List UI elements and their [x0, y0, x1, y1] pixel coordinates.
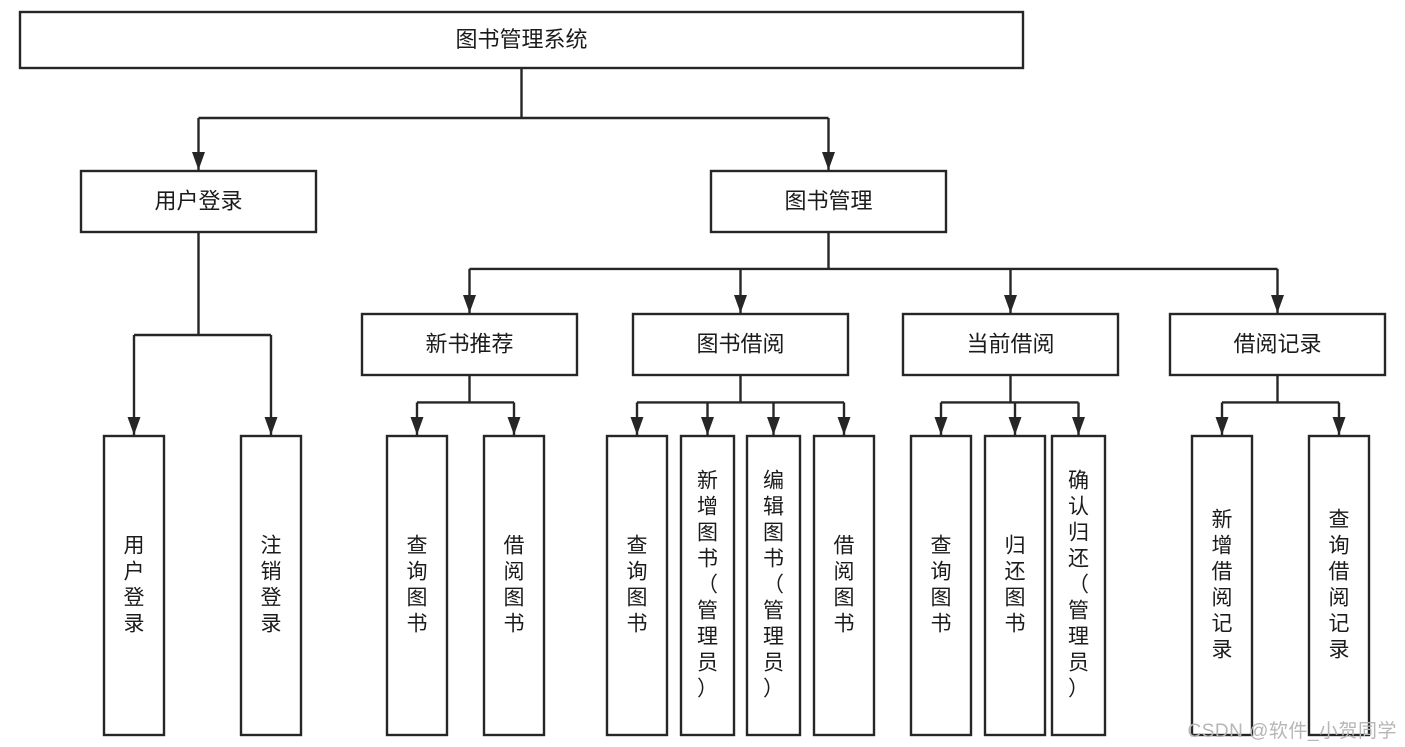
node-leaf-query-book-rec-box[interactable] — [385, 434, 449, 737]
node-book-borrow[interactable]: 图书借阅 — [631, 312, 850, 377]
node-root[interactable]: 图书管理系统 — [18, 10, 1025, 70]
node-leaf-borrow-book-b[interactable]: 借阅图书 — [812, 434, 876, 737]
node-leaf-user-login-label: 用户登录 — [124, 534, 145, 635]
node-borrow-record-label: 借阅记录 — [1233, 331, 1321, 356]
node-book-manage-box[interactable] — [709, 169, 948, 234]
node-leaf-add-book-label: 新增图书（管理员） — [697, 469, 718, 700]
node-leaf-confirm-return-label: 确认归还（管理员） — [1068, 469, 1089, 700]
node-leaf-add-record[interactable]: 新增借阅记录 — [1190, 434, 1254, 737]
node-leaf-query-record-box[interactable] — [1307, 434, 1371, 737]
node-leaf-edit-book-label: 编辑图书（管理员） — [763, 469, 784, 700]
node-root-label: 图书管理系统 — [455, 27, 587, 52]
node-current-borrow-box[interactable] — [901, 312, 1120, 377]
node-leaf-borrow-book-rec-label: 借阅图书 — [504, 534, 525, 635]
node-leaf-return-book[interactable]: 归还图书 — [983, 434, 1047, 737]
arrow-head-leaf-confirm-return — [1072, 417, 1085, 435]
node-leaf-add-book-box[interactable] — [679, 434, 736, 737]
node-new-book-rec-box[interactable] — [360, 312, 579, 377]
node-book-manage[interactable]: 图书管理 — [709, 169, 948, 234]
node-new-book-rec-label: 新书推荐 — [425, 331, 513, 356]
arrow-head-leaf-query-book-c — [934, 417, 948, 435]
arrow-head-leaf-borrow-book-rec — [507, 417, 521, 435]
node-leaf-query-record[interactable]: 查询借阅记录 — [1307, 434, 1371, 737]
node-leaf-user-login[interactable]: 用户登录 — [102, 434, 166, 737]
node-leaf-query-book-rec-label: 查询图书 — [407, 534, 428, 635]
node-leaf-query-book-c-label: 查询图书 — [931, 534, 952, 635]
node-leaf-query-book-c-box[interactable] — [909, 434, 973, 737]
node-current-borrow-label: 当前借阅 — [966, 331, 1054, 356]
arrow-head-current-borrow — [1004, 295, 1017, 313]
arrow-head-book-borrow — [734, 295, 747, 313]
arrow-head-leaf-edit-book — [767, 417, 780, 435]
node-borrow-record-box[interactable] — [1168, 312, 1387, 377]
node-leaf-query-book-b[interactable]: 查询图书 — [605, 434, 669, 737]
arrow-head-leaf-add-book — [701, 417, 714, 435]
arrow-head-leaf-query-record — [1332, 417, 1346, 435]
arrow-head-leaf-user-login — [127, 417, 141, 435]
arrow-head-leaf-borrow-book-b — [837, 417, 851, 435]
node-leaf-query-book-b-box[interactable] — [605, 434, 669, 737]
arrow-head-leaf-return-book — [1008, 417, 1022, 435]
arrow-head-leaf-query-book-b — [630, 417, 644, 435]
node-leaf-edit-book[interactable]: 编辑图书（管理员） — [745, 434, 802, 737]
node-leaf-borrow-book-b-box[interactable] — [812, 434, 876, 737]
node-book-manage-label: 图书管理 — [784, 188, 872, 213]
node-leaf-confirm-return[interactable]: 确认归还（管理员） — [1050, 434, 1107, 737]
node-user-login-label: 用户登录 — [154, 188, 242, 213]
arrow-head-leaf-add-record — [1215, 417, 1229, 435]
node-layer: 图书管理系统用户登录图书管理新书推荐图书借阅当前借阅借阅记录用户登录注销登录查询… — [18, 10, 1387, 737]
node-root-box[interactable] — [18, 10, 1025, 70]
node-leaf-return-book-label: 归还图书 — [1005, 534, 1026, 635]
node-leaf-edit-book-box[interactable] — [745, 434, 802, 737]
arrow-head-book-manage — [822, 152, 835, 170]
node-user-login[interactable]: 用户登录 — [79, 169, 318, 234]
connector-layer — [127, 68, 1346, 435]
arrow-head-leaf-query-book-rec — [410, 417, 424, 435]
node-borrow-record[interactable]: 借阅记录 — [1168, 312, 1387, 377]
node-book-borrow-box[interactable] — [631, 312, 850, 377]
node-leaf-query-book-b-label: 查询图书 — [627, 534, 648, 635]
node-leaf-confirm-return-box[interactable] — [1050, 434, 1107, 737]
node-leaf-logout-box[interactable] — [239, 434, 303, 737]
node-leaf-add-record-label: 新增借阅记录 — [1212, 508, 1233, 661]
arrow-head-borrow-record — [1271, 295, 1284, 313]
node-leaf-borrow-book-b-label: 借阅图书 — [834, 534, 855, 635]
node-leaf-query-book-c[interactable]: 查询图书 — [909, 434, 973, 737]
node-leaf-borrow-book-rec[interactable]: 借阅图书 — [482, 434, 546, 737]
node-book-borrow-label: 图书借阅 — [696, 331, 784, 356]
node-leaf-user-login-box[interactable] — [102, 434, 166, 737]
node-new-book-rec[interactable]: 新书推荐 — [360, 312, 579, 377]
node-leaf-add-book[interactable]: 新增图书（管理员） — [679, 434, 736, 737]
node-current-borrow[interactable]: 当前借阅 — [901, 312, 1120, 377]
node-leaf-query-book-rec[interactable]: 查询图书 — [385, 434, 449, 737]
node-leaf-query-record-label: 查询借阅记录 — [1329, 508, 1350, 661]
node-leaf-return-book-box[interactable] — [983, 434, 1047, 737]
arrow-head-leaf-logout — [264, 417, 278, 435]
node-leaf-logout-label: 注销登录 — [261, 534, 282, 635]
node-user-login-box[interactable] — [79, 169, 318, 234]
node-leaf-borrow-book-rec-box[interactable] — [482, 434, 546, 737]
node-leaf-logout[interactable]: 注销登录 — [239, 434, 303, 737]
arrow-head-new-book-rec — [463, 295, 476, 313]
arrow-head-user-login — [192, 152, 205, 170]
node-leaf-add-record-box[interactable] — [1190, 434, 1254, 737]
